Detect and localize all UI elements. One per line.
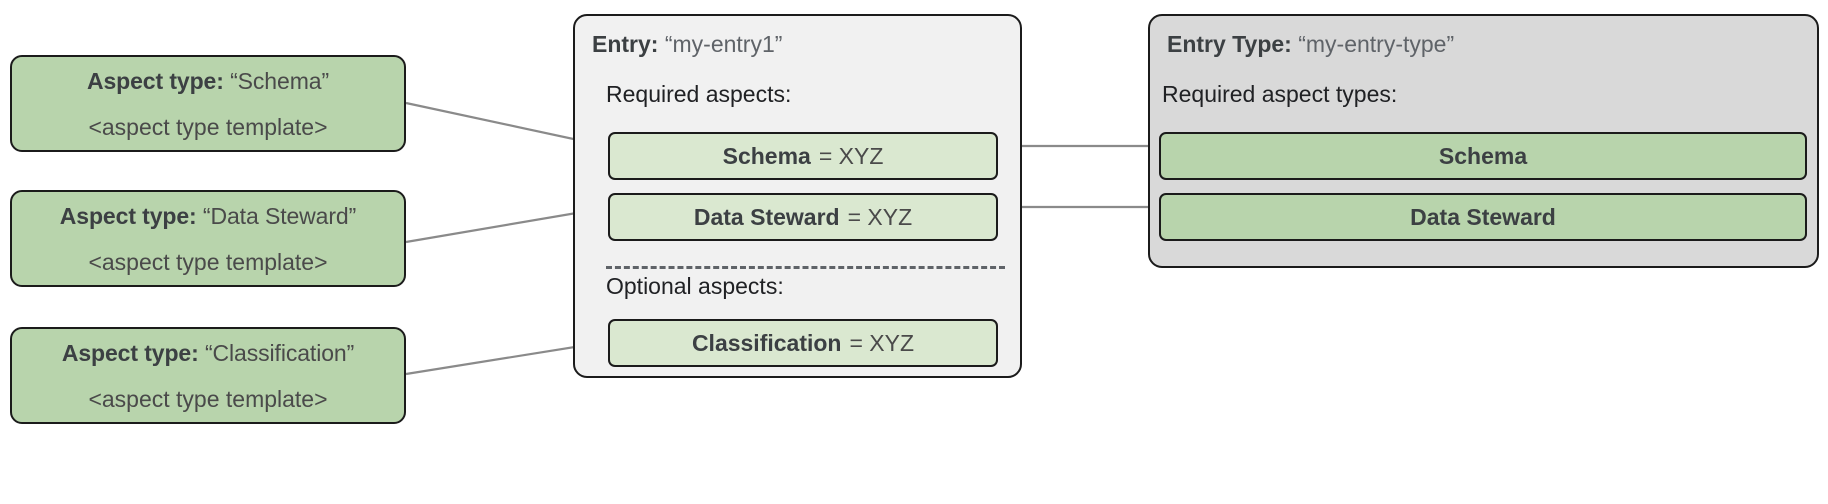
required-aspect-types-label: Required aspect types: (1162, 81, 1398, 107)
entry-aspect-classification[interactable]: Classification = XYZ (608, 319, 998, 367)
aspect-value: = XYZ (849, 330, 915, 356)
aspect-type-template: <aspect type template> (88, 113, 328, 140)
entry-type-panel[interactable]: Entry Type: “my-entry-type” Required asp… (1148, 14, 1819, 268)
entry-type-title: Entry Type: “my-entry-type” (1167, 30, 1454, 58)
aspect-type-key-label: Aspect type: (86, 67, 224, 94)
aspect-type-name: “Data Steward” (202, 202, 357, 229)
entry-type-key-label: Entry Type: (1167, 31, 1292, 57)
aspect-type-card-classification[interactable]: Aspect type: “Classification” <aspect ty… (10, 327, 406, 424)
entry-type-name: “my-entry-type” (1298, 31, 1455, 57)
aspect-type-key-label: Aspect type: (61, 339, 199, 366)
aspect-name: Schema (722, 143, 811, 169)
aspect-value: = XYZ (847, 204, 913, 230)
aspect-type-name: “Classification” (204, 339, 355, 366)
entry-type-aspect-schema[interactable]: Schema (1159, 132, 1807, 180)
aspect-type-card-data-steward[interactable]: Aspect type: “Data Steward” <aspect type… (10, 190, 406, 287)
entry-key-label: Entry: (592, 31, 659, 57)
aspect-type-title: Aspect type: “Schema” (87, 67, 329, 95)
entry-aspect-data-steward[interactable]: Data Steward = XYZ (608, 193, 998, 241)
entry-type-aspect-data-steward[interactable]: Data Steward (1159, 193, 1807, 241)
optional-aspects-label: Optional aspects: (606, 273, 784, 299)
aspect-value: = XYZ (818, 143, 884, 169)
aspect-type-name: “Schema” (230, 67, 330, 94)
aspect-name: Data Steward (693, 204, 840, 230)
aspect-name: Classification (691, 330, 842, 356)
aspect-type-title: Aspect type: “Classification” (62, 339, 354, 367)
aspect-type-chip-name: Schema (1438, 143, 1528, 169)
entry-name: “my-entry1” (664, 31, 783, 57)
aspect-type-chip-name: Data Steward (1410, 204, 1556, 230)
entry-aspect-schema[interactable]: Schema = XYZ (608, 132, 998, 180)
aspect-type-key-label: Aspect type: (59, 202, 197, 229)
aspect-type-template: <aspect type template> (88, 248, 328, 275)
aspect-type-card-schema[interactable]: Aspect type: “Schema” <aspect type templ… (10, 55, 406, 152)
entry-panel[interactable]: Entry: “my-entry1” Required aspects: Sch… (573, 14, 1022, 378)
required-optional-divider (606, 266, 1005, 269)
aspect-type-title: Aspect type: “Data Steward” (59, 202, 357, 230)
aspect-type-template: <aspect type template> (88, 385, 328, 412)
required-aspects-label: Required aspects: (606, 81, 792, 107)
entry-title: Entry: “my-entry1” (592, 30, 782, 58)
